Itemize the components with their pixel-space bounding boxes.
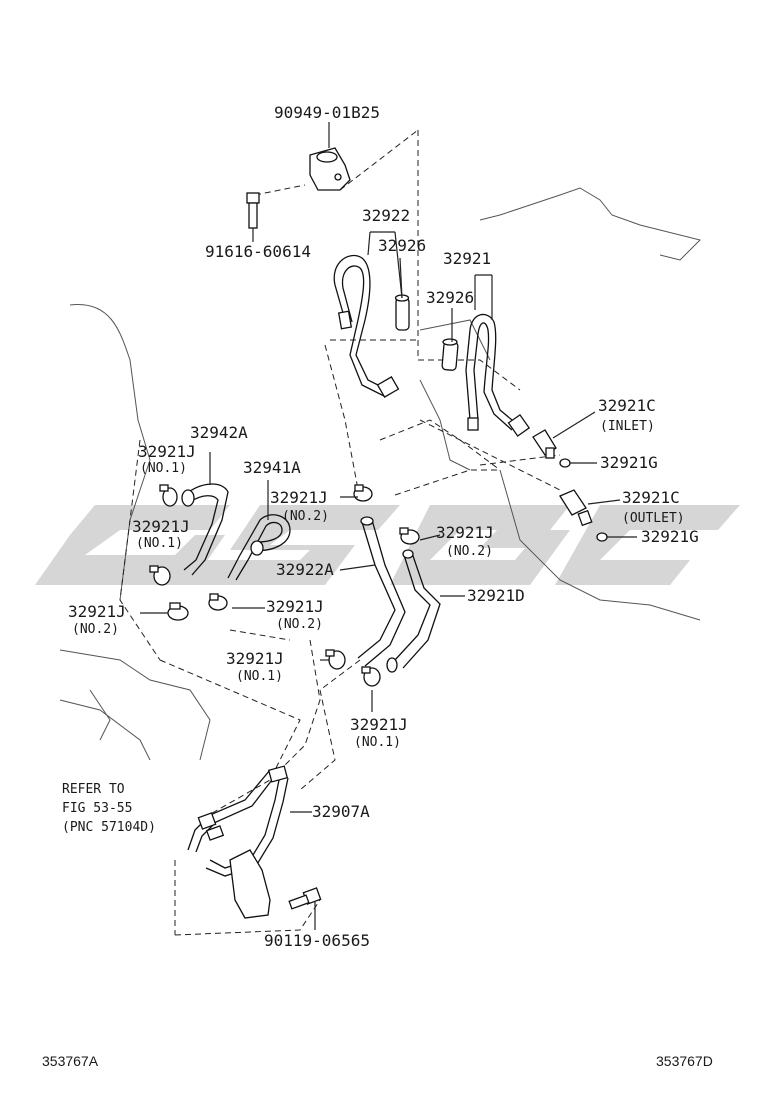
reference-line-2: FIG 53-55 [62,801,132,816]
oring-32921g-b[interactable] [596,532,608,542]
reference-line-1: REFER TO [62,782,125,797]
hose-32922[interactable] [333,254,400,398]
bolt-91616[interactable] [246,192,260,229]
clamp-32921j-e[interactable] [399,527,420,545]
label-32922: 32922 [362,206,410,225]
hose-32941a[interactable] [227,514,291,581]
footer-code-left: 353767A [42,1053,99,1069]
label-32921j-f: 32921J [266,597,324,616]
label-32921: 32921 [443,249,491,268]
sleeve-32926-a[interactable] [394,294,410,331]
label-32921j-c: 32921J [132,517,190,536]
clamp-32921j-c[interactable] [149,565,171,586]
hose-32921[interactable] [465,313,531,437]
reference-line-3: (PNC 57104D) [62,820,156,835]
label-32921c-outlet: 32921C [622,488,680,507]
bracket-90949[interactable] [309,147,351,191]
label-32921d: 32921D [467,586,525,605]
label-32921j-h: 32921J [350,715,408,734]
label-32921g-a: 32921G [600,453,658,472]
label-clamp-d-note: (NO.2) [72,622,119,637]
label-clamp-a-note: (NO.1) [140,461,187,476]
watermark-logo [35,505,740,585]
tube-32907a[interactable] [187,765,289,919]
hose-32921d[interactable] [386,549,441,673]
label-32941a: 32941A [243,458,301,477]
hose-32942a[interactable] [181,483,229,576]
label-clamp-b-note: (NO.2) [282,509,329,524]
label-32921j-g: 32921J [226,649,284,668]
label-32926-a: 32926 [378,236,426,255]
sleeve-32926-b[interactable] [441,338,459,371]
label-32926-b: 32926 [426,288,474,307]
bolt-90119[interactable] [288,887,322,910]
label-32921j-d: 32921J [68,602,126,621]
label-90119-06565: 90119-06565 [264,931,370,950]
leader-lines [140,231,493,712]
footer-code-right: 353767D [656,1053,713,1069]
label-32942a: 32942A [190,423,248,442]
clamp-32921j-b[interactable] [353,484,373,502]
label-91616-60614: 91616-60614 [205,242,311,261]
label-inlet-note: (INLET) [600,419,655,434]
label-clamp-f-note: (NO.2) [276,617,323,632]
label-32921c-inlet: 32921C [598,396,656,415]
label-90949-01b25: 90949-01B25 [274,103,380,122]
hose-32922a[interactable] [357,516,406,667]
label-32921g-b: 32921G [641,527,699,546]
label-outlet-note: (OUTLET) [622,511,685,526]
label-32921j-a: 32921J [138,442,196,461]
label-32907a: 32907A [312,802,370,821]
label-clamp-c-note: (NO.1) [136,536,183,551]
engine-outline [59,187,701,761]
label-clamp-e-note: (NO.2) [446,544,493,559]
clamp-32921j-f[interactable] [208,593,228,611]
label-32921j-e: 32921J [436,523,494,542]
label-clamp-g-note: (NO.1) [236,669,283,684]
oring-32921g-a[interactable] [559,458,571,468]
label-32921j-b: 32921J [270,488,328,507]
union-32921c-outlet[interactable] [559,489,593,527]
clamp-32921j-h[interactable] [361,666,381,687]
union-32921c-inlet[interactable] [532,429,557,459]
clamp-32921j-d[interactable] [167,602,189,621]
label-32922a: 32922A [276,560,334,579]
label-clamp-h-note: (NO.1) [354,735,401,750]
clamp-32921j-a[interactable] [159,484,178,507]
